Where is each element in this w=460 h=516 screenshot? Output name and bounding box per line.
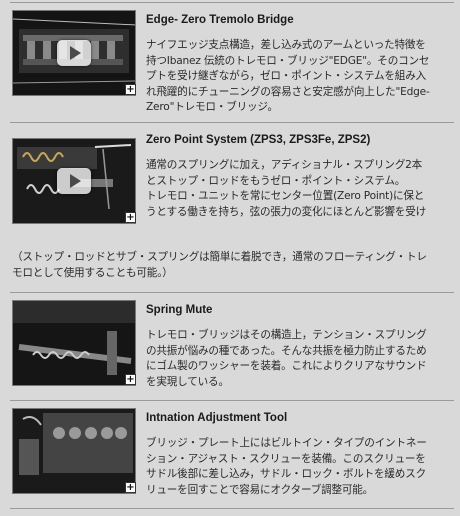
plus-icon[interactable]: + <box>125 84 136 95</box>
divider <box>10 2 454 3</box>
divider <box>10 292 454 293</box>
spring-photo <box>13 301 135 385</box>
feature-description: 通常のスプリングに加え，アディショナル・スプリング2本とストップ・ロッドをもうゼ… <box>146 159 423 187</box>
edge-zero-video-thumbnail[interactable] <box>12 10 136 96</box>
spring-mute-thumbnail[interactable] <box>12 300 136 386</box>
feature-description: ブリッジ・プレート上にはビルトイン・タイプのイントネーション・アジャスト・スクリ… <box>146 437 427 496</box>
zps-video-thumbnail[interactable] <box>12 138 136 224</box>
feature-description: ナイフエッジ支点構造，差し込み式のアームといった特徴を持つIbanez 伝統のト… <box>146 39 430 113</box>
plus-icon[interactable]: + <box>125 482 136 493</box>
divider <box>10 122 454 123</box>
feature-description: トレモロ・ブリッジはその構造上，テンション・スプリングの共振が悩みの種であった。… <box>146 329 427 388</box>
feature-title: Spring Mute <box>146 304 213 316</box>
play-icon[interactable] <box>57 40 91 66</box>
bridge-photo <box>13 11 135 95</box>
feature-description-cont: トレモロ・ユニットを常にセンター位置(Zero Point)に保とうとする働きを… <box>146 189 430 220</box>
feature-title: Edge- Zero Tremolo Bridge <box>146 14 294 26</box>
feature-title: Zero Point System (ZPS3, ZPS3Fe, ZPS2) <box>146 134 371 146</box>
feature-title: Intnation Adjustment Tool <box>146 412 288 424</box>
zps-photo <box>13 139 135 223</box>
divider <box>10 400 454 401</box>
intonation-photo <box>13 409 135 493</box>
feature-detail-text: トレモロ・ユニットを常にセンター位置(Zero Point)に保とうとする働きを… <box>146 190 426 218</box>
play-icon[interactable] <box>57 168 91 194</box>
plus-icon[interactable]: + <box>125 374 136 385</box>
feature-note: （ストップ・ロッドとサブ・スプリングは簡単に着脱でき，通常のフローティング・トレ… <box>12 251 427 279</box>
plus-icon[interactable]: + <box>125 212 136 223</box>
divider <box>10 508 454 509</box>
intonation-tool-thumbnail[interactable] <box>12 408 136 494</box>
